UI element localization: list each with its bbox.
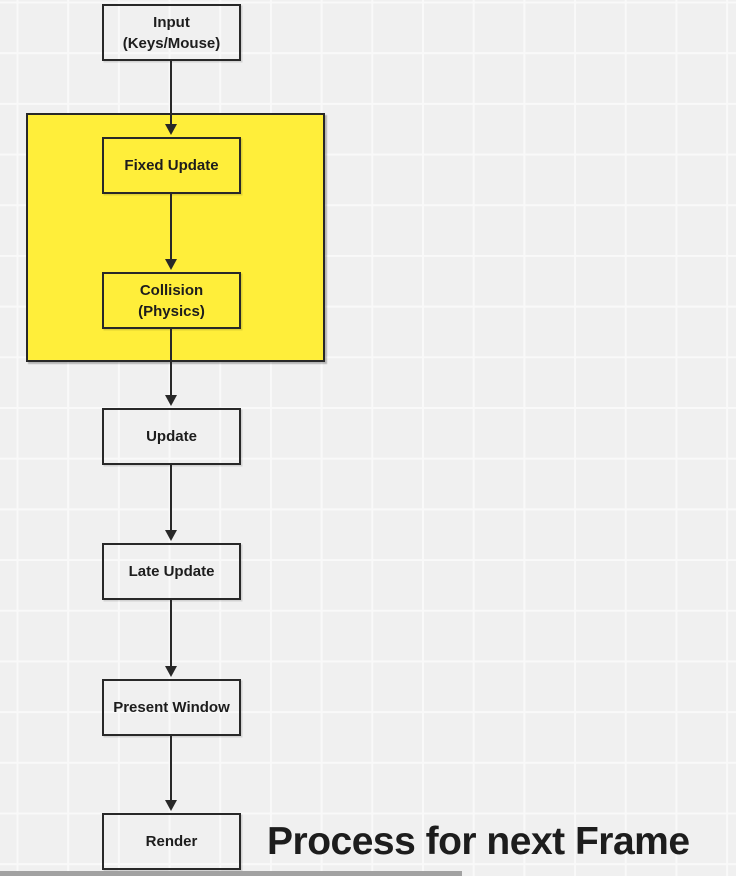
- node-label: Input: [153, 13, 190, 31]
- node-label: Render: [145, 833, 198, 850]
- connector-collision-to-update[interactable]: [170, 329, 172, 396]
- arrowhead-down-icon: [165, 800, 177, 811]
- node-render[interactable]: Render: [102, 813, 241, 870]
- node-label: (Keys/Mouse): [122, 34, 221, 52]
- arrowhead-down-icon: [165, 530, 177, 541]
- highlight-group-rect[interactable]: [26, 113, 325, 362]
- node-label: Update: [146, 428, 197, 445]
- node-fixed-update[interactable]: Fixed Update: [102, 137, 241, 194]
- horizontal-scrollbar-thumb[interactable]: [0, 871, 462, 876]
- arrowhead-down-icon: [165, 666, 177, 677]
- node-label: (Physics): [138, 302, 205, 320]
- node-present-window[interactable]: Present Window: [102, 679, 241, 736]
- node-label: Fixed Update: [124, 157, 219, 174]
- connector-input-to-fixed-update[interactable]: [170, 61, 172, 125]
- arrowhead-down-icon: [165, 124, 177, 135]
- connector-update-to-late-update[interactable]: [170, 465, 172, 531]
- node-late-update[interactable]: Late Update: [102, 543, 241, 600]
- connector-late-update-to-present-window[interactable]: [170, 600, 172, 667]
- caption-text[interactable]: Process for next Frame: [267, 820, 690, 863]
- node-collision[interactable]: Collision (Physics): [102, 272, 241, 329]
- connector-present-window-to-render[interactable]: [170, 736, 172, 801]
- arrowhead-down-icon: [165, 395, 177, 406]
- node-label: Present Window: [113, 699, 230, 716]
- connector-fixed-update-to-collision[interactable]: [170, 194, 172, 260]
- node-label: Late Update: [128, 563, 215, 580]
- node-label: Collision: [139, 281, 204, 299]
- arrowhead-down-icon: [165, 259, 177, 270]
- node-update[interactable]: Update: [102, 408, 241, 465]
- node-input[interactable]: Input (Keys/Mouse): [102, 4, 241, 61]
